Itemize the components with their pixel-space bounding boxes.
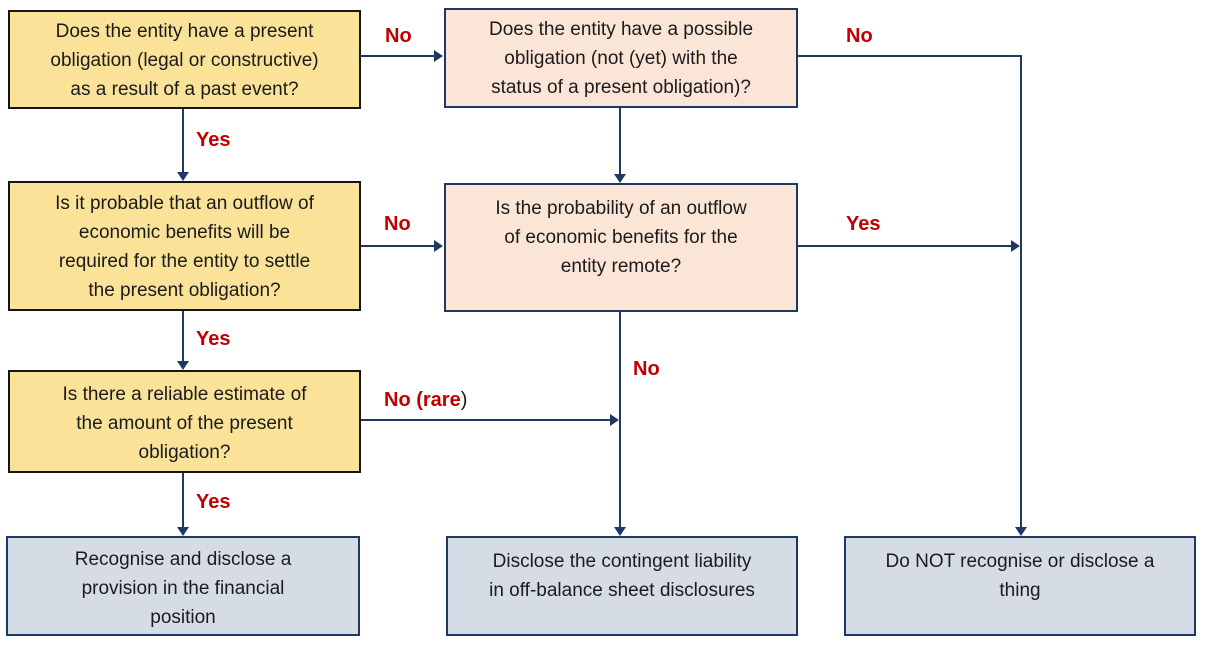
node-remote-probability: Is the probability of an outflow of econ… (444, 183, 798, 312)
connector-probable-to-estimate-line (182, 311, 184, 363)
edge-label-remote-no: No (633, 358, 660, 380)
edge-label-present-no: No (385, 25, 412, 47)
node-recognise-provision: Recognise and disclose a provision in th… (6, 536, 360, 636)
connector-present-to-possible-line (360, 55, 436, 57)
node-do-nothing: Do NOT recognise or disclose a thing (844, 536, 1196, 636)
arrowhead-right-icon (1011, 240, 1020, 252)
node-present-obligation: Does the entity have a present obligatio… (8, 10, 361, 109)
connector-remote-to-disclose-line (619, 312, 621, 528)
edge-label-estimate-yes: Yes (196, 491, 231, 513)
connector-possible-to-nothing-hline (798, 55, 1022, 57)
edge-label-no-rare-paren: ) (460, 389, 468, 411)
edge-label-possible-no: No (846, 25, 873, 47)
edge-label-estimate-no-rare: No (rare) (384, 388, 467, 412)
connector-estimate-to-recognise-line (182, 473, 184, 528)
edge-label-remote-yes: Yes (846, 213, 881, 235)
edge-label-probable-yes: Yes (196, 328, 231, 350)
node-disclose-contingent: Disclose the contingent liability in off… (446, 536, 798, 636)
arrowhead-down-icon (177, 172, 189, 181)
connector-present-to-probable-line (182, 109, 184, 173)
arrowhead-right-icon (610, 414, 619, 426)
arrowhead-down-icon (1015, 527, 1027, 536)
arrowhead-down-icon (177, 527, 189, 536)
edge-label-present-yes: Yes (196, 129, 231, 151)
edge-label-no-rare-text: No (rare (384, 389, 461, 411)
node-probable-outflow: Is it probable that an outflow of econom… (8, 181, 361, 311)
connector-probable-to-remote-line (361, 245, 436, 247)
arrowhead-down-icon (614, 174, 626, 183)
arrowhead-down-icon (177, 361, 189, 370)
node-possible-obligation: Does the entity have a possible obligati… (444, 8, 798, 108)
connector-remote-to-nothing-line (798, 245, 1012, 247)
connector-possible-to-nothing-vline (1020, 55, 1022, 528)
connector-estimate-to-disclose-line (361, 419, 611, 421)
arrowhead-down-icon (614, 527, 626, 536)
edge-label-probable-no: No (384, 213, 411, 235)
arrowhead-right-icon (434, 240, 443, 252)
node-reliable-estimate: Is there a reliable estimate of the amou… (8, 370, 361, 473)
arrowhead-right-icon (434, 50, 443, 62)
connector-possible-to-remote-line (619, 108, 621, 175)
